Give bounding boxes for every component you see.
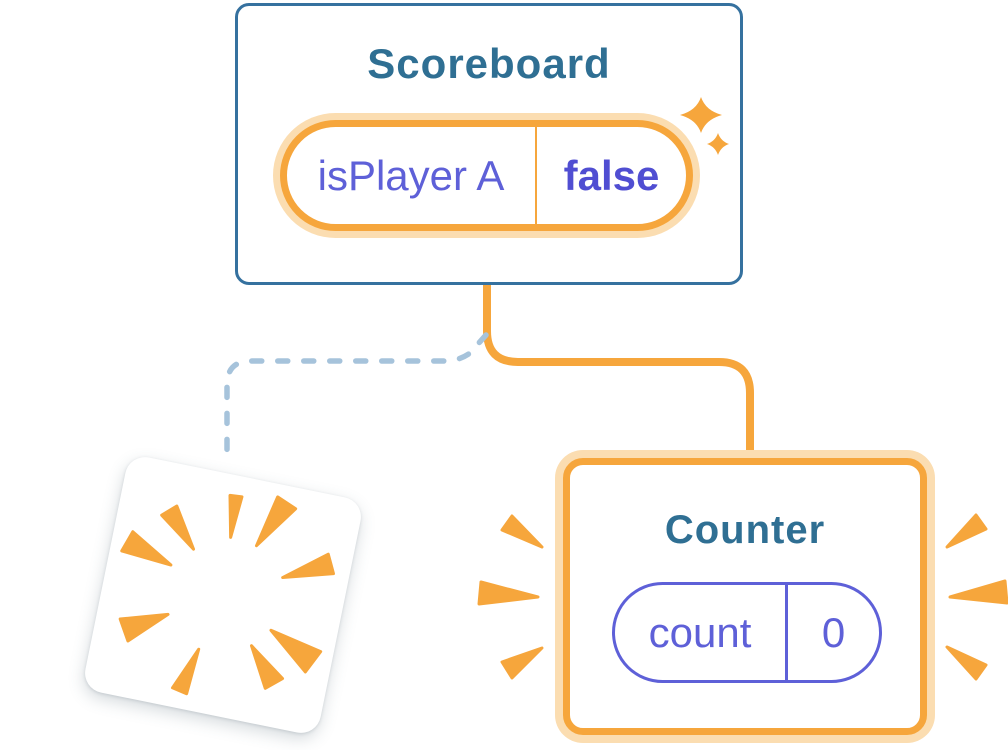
counter-state-value-label: 0 — [821, 608, 846, 656]
burst-ray — [500, 646, 544, 680]
counter-state-value-cell: 0 — [788, 585, 879, 680]
poof-ray — [255, 495, 298, 548]
poof-ray — [228, 493, 244, 539]
poof-ray — [281, 552, 335, 580]
poof-ray — [160, 504, 196, 551]
poof-ray — [170, 647, 201, 696]
burst-rays-right-icon — [945, 513, 1008, 681]
active-branch-connector — [483, 278, 754, 465]
poof-square — [81, 453, 365, 737]
counter-state-pill: count 0 — [612, 582, 882, 683]
burst-ray — [477, 580, 540, 606]
scoreboard-state-name-cell: isPlayer A — [287, 127, 537, 224]
scoreboard-state-pill: isPlayer A false — [280, 120, 693, 231]
scoreboard-state-value-cell: false — [537, 127, 686, 224]
burst-ray — [500, 514, 544, 549]
counter-state-name-label: count — [648, 608, 752, 656]
poof-ray — [249, 644, 285, 690]
burst-ray — [945, 645, 988, 681]
scoreboard-state-name-label: isPlayer A — [317, 151, 505, 199]
poof-ray — [269, 628, 323, 674]
scoreboard-title: Scoreboard — [367, 40, 611, 87]
scoreboard-state-value-label: false — [563, 151, 660, 199]
poof-ray — [118, 612, 170, 643]
poof-ray — [120, 530, 173, 567]
removed-branch-connector — [224, 332, 489, 460]
burst-ray — [948, 579, 1008, 605]
burst-rays-left-icon — [477, 514, 544, 680]
counter-title: Counter — [664, 508, 826, 552]
burst-ray — [945, 513, 988, 549]
counter-state-name-cell: count — [615, 585, 788, 680]
poof-icon — [118, 493, 335, 696]
